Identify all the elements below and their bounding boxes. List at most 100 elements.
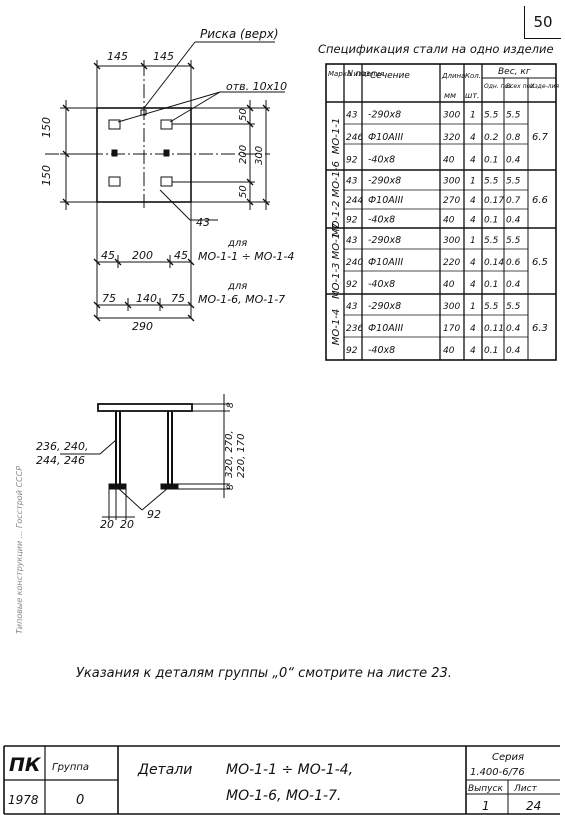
side-refs-line2: 244, 246 (36, 454, 85, 467)
spec-cell-w2: 5.5 (506, 110, 521, 120)
dim-50-top: 50 (238, 108, 249, 121)
spec-cell-w1: 0.11 (484, 324, 504, 334)
pk-logo: ПК (9, 754, 42, 776)
spec-cell-w1: 5.5 (484, 236, 499, 246)
spec-cell-w1: 5.5 (484, 302, 499, 312)
sheet-value: 24 (526, 799, 541, 813)
spec-cell-length: 220 (443, 258, 460, 268)
dim-heights-line2: 220, 170 (236, 433, 247, 478)
header-mark: Марка изделия (328, 70, 384, 78)
spec-cell-section: -40х8 (368, 345, 395, 356)
group-label: Группа (52, 762, 89, 773)
dim-290: 290 (132, 320, 153, 333)
spec-cell-w2: 0.6 (506, 258, 521, 268)
dim-200-vertical: 200 (238, 145, 249, 164)
group-mark: МО-1-4 (331, 309, 342, 345)
spec-cell-length: 170 (443, 324, 460, 334)
spec-cell-pos: 236 (346, 324, 363, 334)
spec-cell-w1: 0.1 (484, 215, 498, 225)
spec-cell-w2: 0.4 (506, 215, 521, 225)
spec-cell-w2: 0.4 (506, 156, 521, 166)
dim-145-right: 145 (153, 50, 174, 63)
plate-plan-drawing: Риска (верх) 145 145 отв. 10х10 150 150 … (40, 27, 294, 333)
side-view-drawing: 8 8 320, 270, 220, 170 236, 240, 244, 24… (36, 394, 247, 531)
spec-cell-qty: 1 (470, 302, 476, 312)
row1-dim-200: 200 (132, 249, 153, 262)
spec-title: Спецификация стали на одно изделие (318, 42, 554, 56)
spec-cell-w2: 5.5 (506, 177, 521, 187)
dim-8-top: 8 (226, 402, 236, 408)
spec-cell-w1: 5.5 (484, 110, 499, 120)
spec-cell-qty: 4 (470, 346, 476, 356)
spec-cell-w1: 0.2 (484, 133, 499, 143)
series-value: 1.400-6/76 (470, 767, 525, 778)
spec-cell-qty: 1 (470, 236, 476, 246)
note-text: Указания к деталям группы „0“ смотрите н… (76, 666, 452, 681)
row1-dim-45-right: 45 (174, 249, 188, 262)
spec-cell-pos: 43 (346, 110, 358, 120)
row2-for-label: для (227, 281, 247, 292)
dim-300-vertical: 300 (254, 146, 265, 165)
spec-cell-qty: 1 (470, 110, 476, 120)
group-total-weight: 6.7 (532, 132, 549, 143)
spec-table: Марка изделия N поз. Сечение Длина мм Ко… (325, 63, 559, 361)
spec-cell-qty: 4 (470, 156, 476, 166)
header-weight: Вес, кг (498, 67, 531, 77)
spec-cell-w1: 0.1 (484, 346, 498, 356)
spec-cell-w1: 0.17 (484, 196, 504, 206)
spec-cell-section: Ф10АIII (368, 257, 403, 268)
spec-cell-w2: 0.4 (506, 324, 521, 334)
spec-cell-section: Ф10АIII (368, 132, 403, 143)
group-mark: МО-1-1 (331, 118, 342, 154)
dim-150-bottom: 150 (40, 165, 53, 186)
dim-145-left: 145 (107, 50, 128, 63)
spec-cell-w1: 5.5 (484, 177, 499, 187)
dim-20-right: 20 (120, 518, 134, 531)
group-mark: МО-1-2 МО-1-6 (331, 161, 342, 237)
row2-dim-75-left: 75 (102, 292, 116, 305)
header-length-unit: мм (444, 91, 456, 100)
header-weight-item: Изде-лия (530, 83, 559, 90)
dim-20-left: 20 (100, 518, 114, 531)
spec-cell-section: -290х8 (368, 109, 401, 120)
row2-dim-75-right: 75 (171, 292, 185, 305)
page-number: 50 (524, 6, 561, 39)
dim-heights-line1: 320, 270, (224, 430, 235, 478)
spec-cell-qty: 4 (470, 324, 476, 334)
spec-cell-w2: 0.7 (506, 196, 521, 206)
spec-cell-section: -40х8 (368, 279, 395, 290)
detail-name-line1: МО-1-1 ÷ МО-1-4, (226, 762, 353, 778)
spec-cell-pos: 43 (346, 177, 358, 187)
spec-cell-qty: 4 (470, 133, 476, 143)
detail-name-line2: МО-1-6, МО-1-7. (226, 788, 341, 804)
row2-marks: МО-1-6, МО-1-7 (198, 293, 285, 306)
group-value: 0 (76, 793, 84, 808)
spec-cell-length: 40 (443, 215, 455, 225)
spec-cell-qty: 4 (470, 215, 476, 225)
spec-cell-qty: 4 (470, 196, 476, 206)
spec-cell-length: 300 (443, 177, 460, 187)
issue-value: 1 (482, 799, 490, 813)
spec-cell-length: 270 (443, 196, 460, 206)
header-qty: Кол. (465, 72, 481, 80)
spec-cell-length: 300 (443, 110, 460, 120)
spec-cell-w2: 0.4 (506, 346, 521, 356)
spec-cell-section: Ф10АIII (368, 195, 403, 206)
group-mark: МО-1-3 МО-1-7 (331, 222, 342, 299)
spec-cell-w2: 0.8 (506, 133, 521, 143)
spec-cell-pos: 43 (346, 302, 358, 312)
dim-8-bottom: 8 (226, 484, 236, 490)
hole-label: отв. 10х10 (226, 80, 287, 93)
spec-cell-pos: 92 (346, 215, 358, 225)
row1-marks: МО-1-1 ÷ МО-1-4 (198, 250, 294, 263)
spec-cell-pos: 43 (346, 236, 358, 246)
spec-cell-pos: 240 (346, 258, 363, 268)
spec-cell-pos: 246 (346, 133, 363, 143)
row1-dim-45-left: 45 (101, 249, 115, 262)
ref-92: 92 (147, 508, 161, 521)
spec-cell-w2: 0.4 (506, 280, 521, 290)
side-refs-line1: 236, 240, (36, 440, 88, 453)
header-qty-unit: шт. (465, 91, 480, 100)
